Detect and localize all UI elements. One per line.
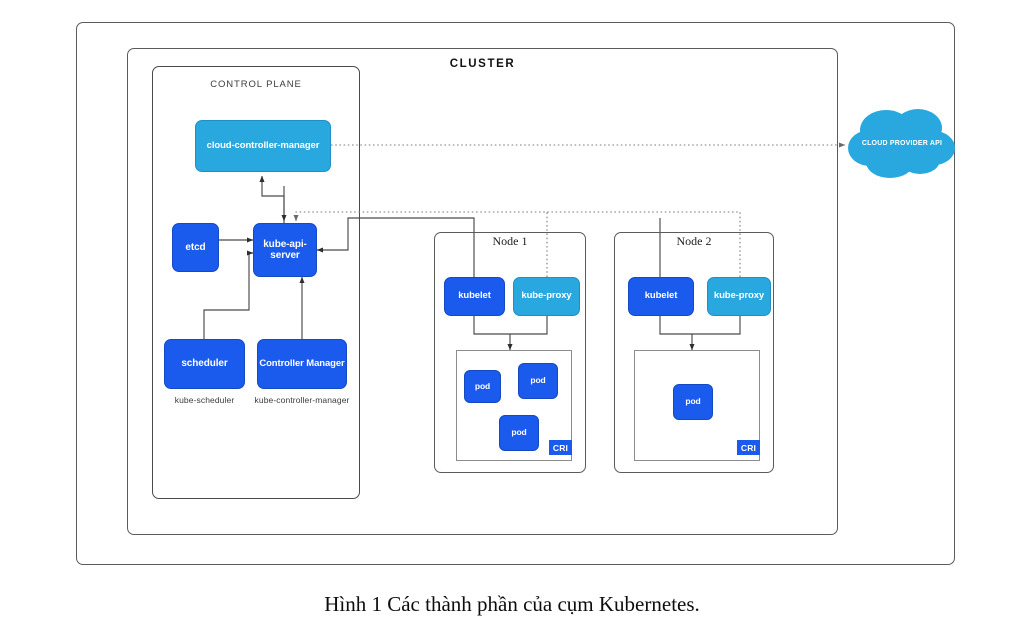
cluster-frame — [127, 48, 838, 535]
node-1-frame — [434, 232, 586, 473]
conn-proxy2-to-trunk — [547, 211, 741, 277]
component-kube-api-server[interactable]: kube-api-server — [253, 223, 317, 277]
node-1-pod-3[interactable]: pod — [499, 415, 539, 451]
cluster-title: CLUSTER — [449, 58, 516, 70]
conn-node1-to-pods — [473, 316, 513, 351]
node-1-kubelet[interactable]: kubelet — [444, 277, 505, 316]
figure-caption: Hình 1 Các thành phần của cụm Kubernetes… — [324, 592, 700, 616]
control-plane-title: CONTROL PLANE — [210, 79, 302, 90]
node-2-kubelet[interactable]: kubelet — [628, 277, 694, 316]
node-2-cri-badge: CRI — [737, 440, 760, 455]
component-cloud-controller-manager[interactable]: cloud-controller-manager — [195, 120, 331, 172]
conn-scheduler-to-api — [203, 250, 254, 339]
scheduler-sublabel: kube-scheduler — [174, 395, 235, 405]
control-plane-frame — [152, 66, 360, 499]
node-1-cri-badge: CRI — [549, 440, 572, 455]
node-1-pod-1[interactable]: pod — [464, 370, 501, 403]
conn-node1-proxy-down — [510, 316, 548, 335]
node-2-kube-proxy[interactable]: kube-proxy — [707, 277, 771, 316]
node-1-title: Node 1 — [492, 234, 528, 248]
controller-manager-sublabel: kube-controller-manager — [254, 395, 350, 405]
cloud-provider-api-shape — [846, 100, 958, 186]
node-2-frame — [614, 232, 774, 473]
component-etcd[interactable]: etcd — [172, 223, 219, 272]
conn-kubelet1-to-api — [316, 217, 475, 277]
node-2-pod-1[interactable]: pod — [673, 384, 713, 420]
conn-proxy1-to-api — [293, 211, 548, 277]
node-1-pod-2[interactable]: pod — [518, 363, 558, 399]
conn-node2-proxy-down — [692, 316, 741, 335]
conn-node2-to-pods — [659, 316, 695, 351]
conn-api-to-ccm — [259, 175, 285, 223]
component-controller-manager[interactable]: Controller Manager — [257, 339, 347, 389]
cloud-icon — [848, 109, 955, 178]
node-1-kube-proxy[interactable]: kube-proxy — [513, 277, 580, 316]
component-scheduler[interactable]: scheduler — [164, 339, 245, 389]
node-2-title: Node 2 — [676, 234, 712, 248]
